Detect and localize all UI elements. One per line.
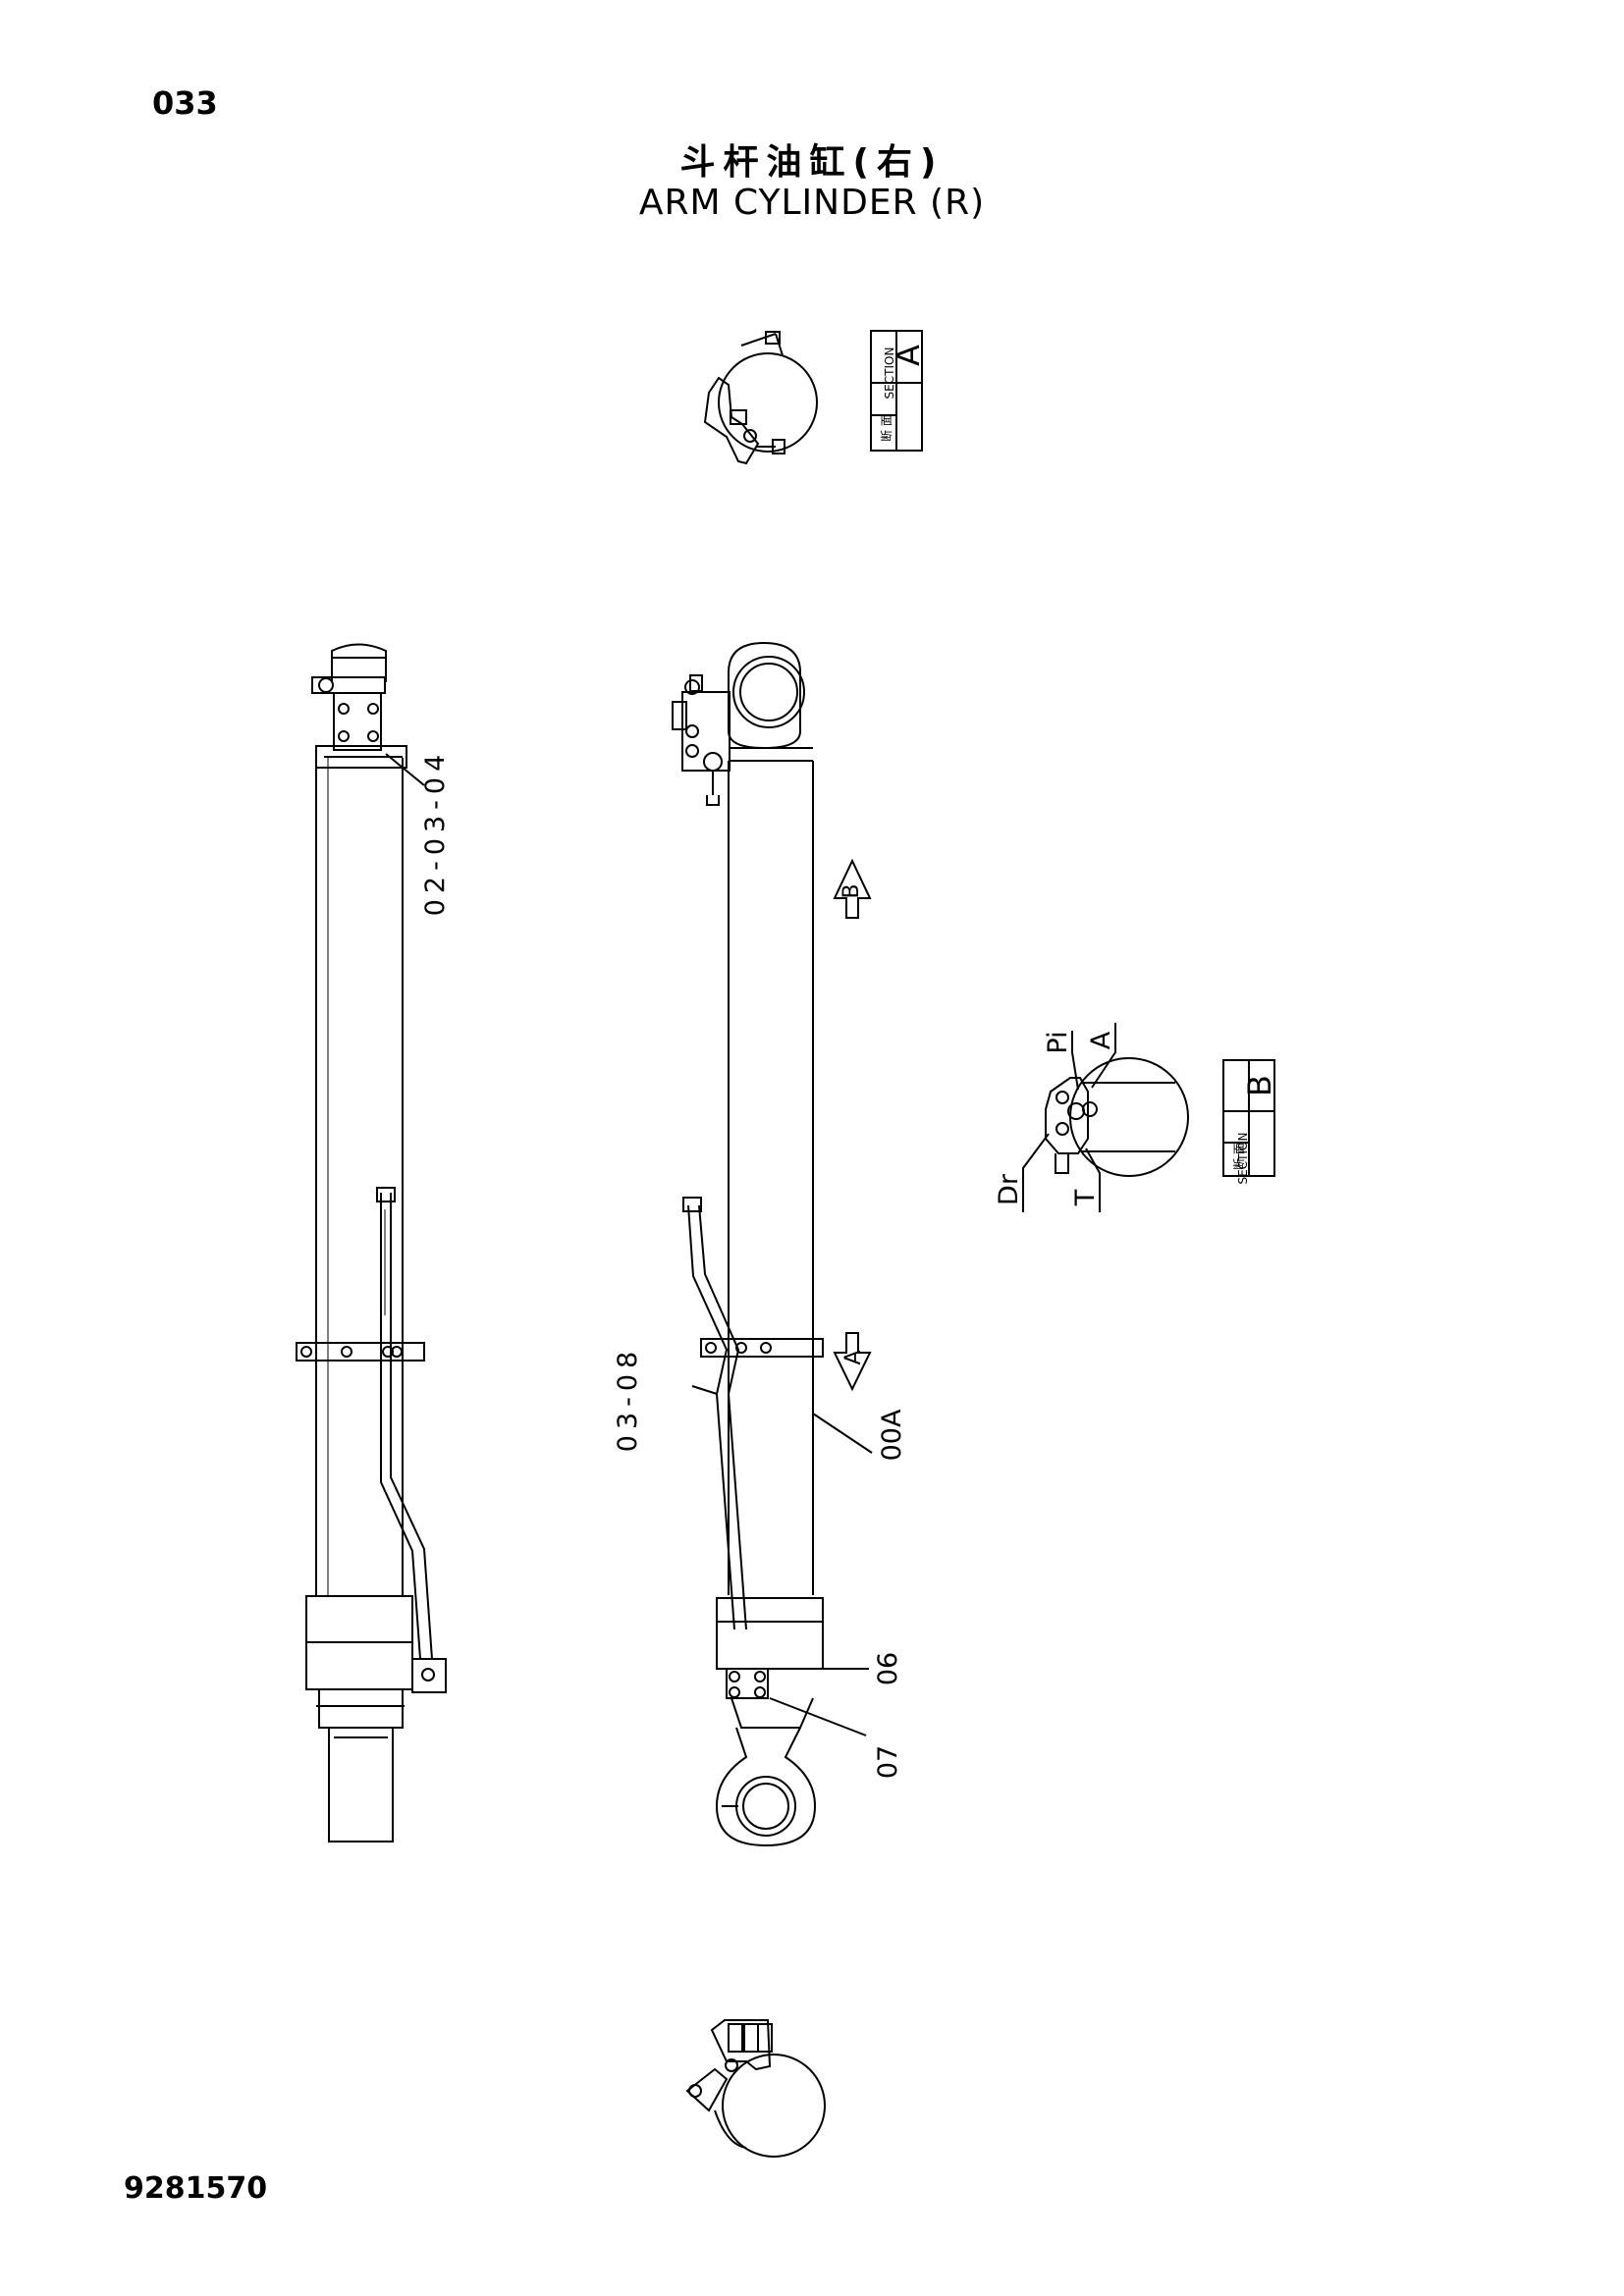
port-label-a: A [1086,1031,1116,1049]
leader-a [1091,1023,1116,1089]
section-b-view [1045,1057,1189,1177]
port-label-dr: Dr [994,1173,1024,1205]
leader-pi [1071,1031,1079,1091]
section-a-label-box: A 断 面 SECTION [870,330,927,452]
callout-03-08: 03-08 [613,1346,643,1452]
callout-07: 07 [873,1745,903,1779]
callout-06: 06 [873,1652,903,1685]
leader-00A [812,1413,873,1454]
right-cylinder-view [672,641,824,1847]
section-b-arrow: B [833,858,872,919]
leader-07 [769,1697,867,1736]
section-a-english: SECTION [883,347,896,400]
section-b-label-box: B 断 面 SECTION [1222,1059,1278,1185]
section-b-chinese: 断 面 [1231,1143,1246,1170]
bottom-end-view [685,2019,826,2158]
port-label-pi: Pi [1043,1031,1073,1053]
section-b-letter: B [1241,1075,1278,1096]
page-number: 033 [152,84,218,122]
port-label-t: T [1070,1189,1101,1206]
leader-t [1085,1148,1101,1212]
drawing-number: 9281570 [124,2171,268,2206]
section-a-arrow: A [833,1332,872,1392]
section-b-arrow-letter: B [839,883,864,898]
leader-dr [1022,1133,1050,1212]
section-a-view [703,331,818,465]
section-a-arrow-letter: A [841,1350,866,1364]
left-cylinder-view [296,643,447,1842]
title-english: ARM CYLINDER (R) [638,183,986,223]
leader-020304 [385,753,425,786]
callout-00A: 00A [877,1409,907,1461]
section-a-chinese: 断 面 [879,414,893,442]
leader-0308 [691,1385,718,1395]
title-chinese: 斗杆油缸(右) [679,142,945,183]
callout-02-03-04: 02-03-04 [420,749,451,917]
section-b-english: SECTION [1236,1133,1250,1185]
section-a-letter: A [890,345,927,366]
